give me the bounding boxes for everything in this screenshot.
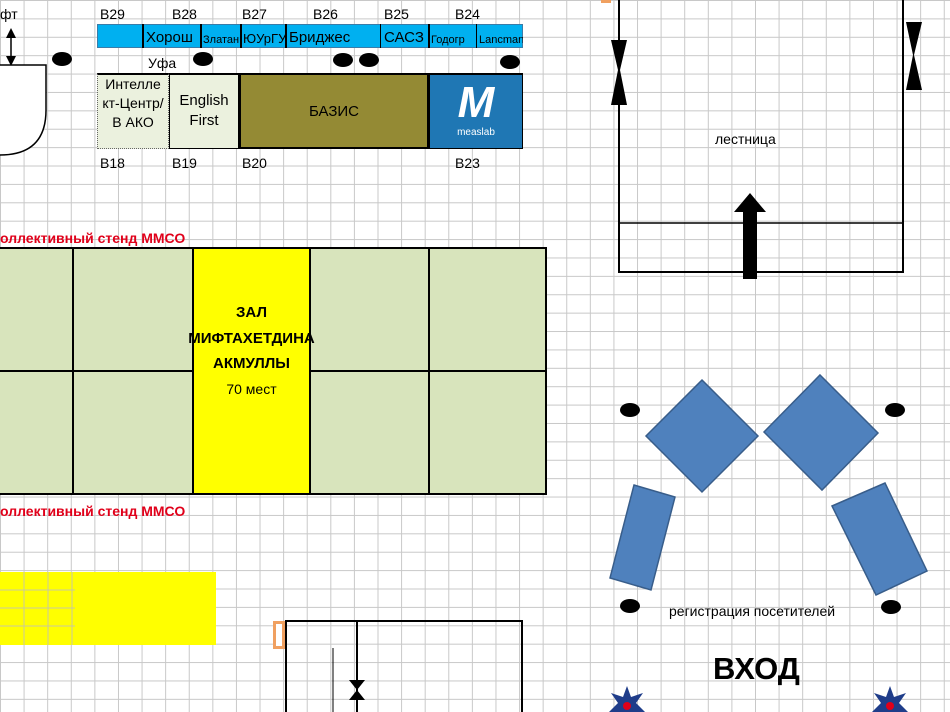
lift-label: фт: [0, 6, 18, 22]
marker-dot: [620, 403, 640, 417]
booth-label-b29: B29: [100, 6, 125, 22]
booth-name: САСЗ: [384, 29, 424, 46]
booth-intellect: Интелле кт-Центр/В АКО: [97, 73, 169, 149]
hall-title-line3: АКМУЛЛЫ: [213, 355, 290, 372]
booth-label-b28: B28: [172, 6, 197, 22]
booth-name: Бриджес: [289, 29, 351, 46]
booth-divider: [200, 24, 202, 48]
booth-basis-text: БАЗИС: [308, 103, 360, 120]
stand-title-top: оллективный стенд ММСО: [0, 230, 186, 246]
booth-intellect-text: Интелле кт-Центр/В АКО: [102, 76, 164, 130]
registration-label: регистрация посетителей: [669, 603, 836, 619]
stand-title-bottom: оллективный стенд ММСО: [0, 503, 186, 519]
marker-dot: [52, 52, 72, 66]
booth-measlab: M measlab: [429, 73, 523, 149]
booth-name: Хорош: [146, 29, 193, 46]
registration-desk: [830, 482, 929, 596]
booth-divider: [240, 24, 242, 48]
registration-desk: [644, 378, 760, 494]
booth-divider: [142, 24, 144, 48]
booth-label-b19: B19: [172, 155, 197, 171]
booth-english-first: English First: [169, 73, 239, 149]
booth-label-b27: B27: [242, 6, 267, 22]
marker-dot: [881, 600, 901, 614]
marker-dot: [885, 403, 905, 417]
hall-title-line2: МИФТАХЕТДИНА: [188, 330, 315, 347]
booth-divider: [380, 24, 381, 48]
booth-name: Lancman: [479, 34, 523, 46]
registration-desk: [609, 484, 676, 591]
entrance-label: ВХОД: [713, 651, 800, 686]
marker-dot: [620, 599, 640, 613]
marker-dot: [333, 53, 353, 67]
booth-divider: [476, 24, 477, 48]
orange-marker: [601, 0, 611, 3]
stairs-label: лестница: [715, 131, 776, 147]
registration-desk: [762, 373, 880, 492]
cyan-booth-strip: [97, 24, 523, 48]
booth-name: Златан: [203, 34, 240, 46]
booth-divider: [285, 24, 287, 48]
booth-basis: БАЗИС: [239, 73, 429, 149]
booth-label-b23: B23: [455, 155, 480, 171]
hall-capacity: 70 мест: [226, 381, 277, 397]
hall-akmully: ЗАЛ МИФТАХЕТДИНА АКМУЛЛЫ 70 мест: [188, 247, 315, 495]
booth-label-b26: B26: [313, 6, 338, 22]
marker-dot: [359, 53, 379, 67]
booth-label-b25: B25: [384, 6, 409, 22]
booth-label-b18: B18: [100, 155, 125, 171]
measlab-logo-letter: M: [457, 78, 495, 127]
booth-name: ЮУрГУ: [243, 31, 285, 46]
marker-dot: [500, 55, 520, 69]
booth-label-b24: B24: [455, 6, 480, 22]
booth-name: Годогр: [431, 34, 465, 46]
hall-title-line1: ЗАЛ: [236, 304, 267, 321]
booth-label-b20: B20: [242, 155, 267, 171]
measlab-logo-text: measlab: [457, 127, 495, 138]
booth-divider: [428, 24, 430, 48]
marker-dot: [193, 52, 213, 66]
booth-english-first-text: English First: [179, 92, 229, 129]
ufa-label: Уфа: [148, 55, 177, 71]
door-marker: [273, 621, 285, 649]
